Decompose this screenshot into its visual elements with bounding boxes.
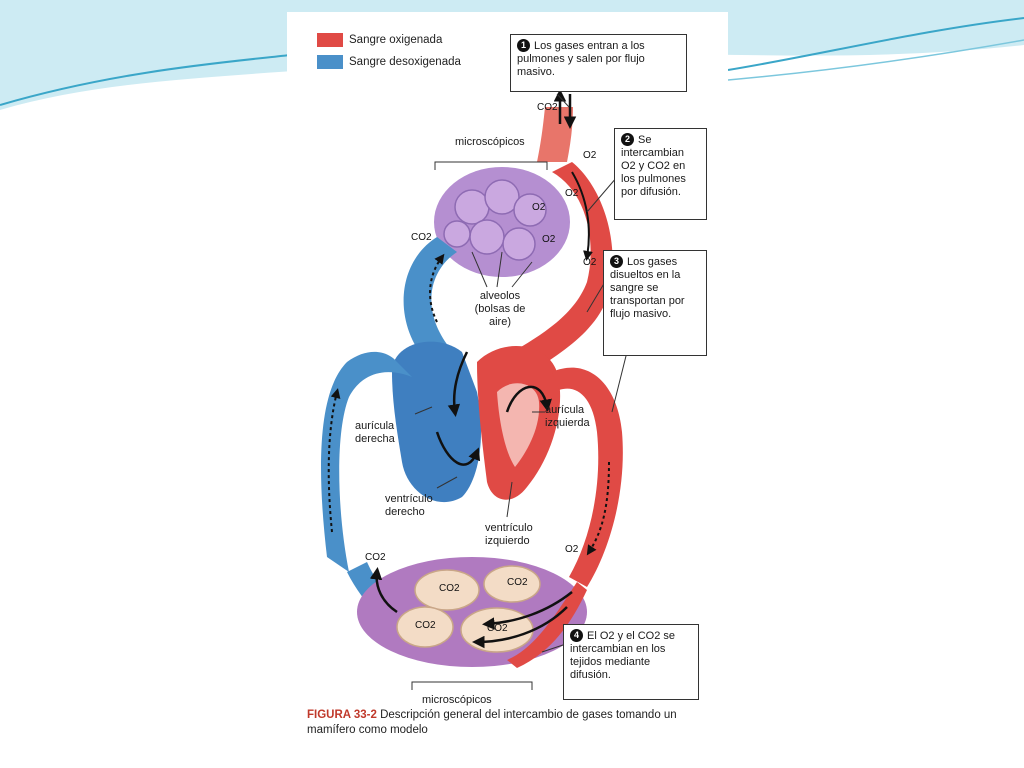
label-right-ventricle: ventrículo derecho bbox=[385, 493, 433, 518]
tissue-cell bbox=[483, 565, 541, 603]
flow-arrow bbox=[327, 388, 341, 533]
callout-text: Se intercambian O2 y CO2 en los pulmones… bbox=[621, 134, 686, 198]
leader-line bbox=[434, 161, 548, 170]
flow-arrow bbox=[435, 431, 481, 466]
pulmonary-vein bbox=[497, 162, 613, 382]
flow-arrow bbox=[447, 351, 469, 417]
tissue-cell bbox=[414, 569, 480, 611]
flow-arrow bbox=[472, 606, 568, 649]
alveolus bbox=[469, 219, 505, 255]
flow-arrow bbox=[429, 253, 445, 323]
legend-deoxygenated: Sangre desoxigenada bbox=[317, 54, 461, 70]
leader-line bbox=[436, 476, 458, 489]
figure-caption: FIGURA 33-2 Descripción general del inte… bbox=[307, 708, 727, 738]
flow-arrow bbox=[369, 567, 398, 614]
flow-arrow bbox=[586, 461, 610, 556]
gas-label-co2: CO2 bbox=[439, 583, 460, 594]
gas-label-o2: O2 bbox=[542, 234, 556, 245]
left-heart-inner bbox=[497, 383, 540, 467]
deoxygenated-swatch bbox=[317, 55, 343, 69]
flow-arrow bbox=[505, 385, 552, 413]
callout-text: El O2 y el CO2 se intercambian en los te… bbox=[570, 630, 676, 681]
right-heart bbox=[392, 341, 482, 503]
alveolus bbox=[502, 227, 536, 261]
gas-label-co2: CO2 bbox=[365, 552, 386, 563]
vena-cava bbox=[321, 351, 412, 572]
gas-label-o2: O2 bbox=[532, 202, 546, 213]
leader-line bbox=[471, 251, 488, 288]
tissue-bed bbox=[357, 557, 587, 667]
label-left-atrium: aurícula izquierda bbox=[545, 404, 590, 429]
oxygenated-swatch bbox=[317, 33, 343, 47]
leader-line bbox=[586, 281, 606, 313]
slide-top-band bbox=[0, 0, 1024, 110]
gas-label-o2: O2 bbox=[583, 257, 597, 268]
step-number: 3 bbox=[610, 255, 623, 268]
flow-arrow bbox=[571, 171, 593, 261]
step-number: 1 bbox=[517, 39, 530, 52]
alveolus bbox=[454, 189, 490, 225]
figure-number: FIGURA 33-2 bbox=[307, 709, 377, 721]
gas-label-co2: CO2 bbox=[537, 102, 558, 113]
slide-swoosh-right bbox=[727, 17, 1024, 71]
leader-line bbox=[611, 351, 628, 413]
legend-deoxygenated-label: Sangre desoxigenada bbox=[349, 56, 461, 68]
callout-text: Los gases disueltos en la sangre se tran… bbox=[610, 256, 685, 320]
gas-label-o2: O2 bbox=[565, 544, 579, 555]
gas-label-co2: CO2 bbox=[507, 577, 528, 588]
tissue-cell bbox=[396, 606, 454, 648]
gas-label-co2: CO2 bbox=[415, 620, 436, 631]
label-left-ventricle: ventrículo izquierdo bbox=[485, 522, 533, 547]
flow-arrow bbox=[482, 591, 573, 630]
slide-swoosh-right-2 bbox=[727, 39, 1024, 81]
leader-line bbox=[506, 481, 513, 518]
leader-line bbox=[414, 406, 433, 415]
legend-oxygenated: Sangre oxigenada bbox=[317, 32, 442, 48]
label-right-atrium: aurícula derecha bbox=[355, 420, 395, 445]
label-alveoli: alveolos (bolsas de aire) bbox=[474, 290, 526, 328]
caption-text: Descripción general del intercambio de g… bbox=[307, 709, 677, 736]
capillary-oxygenated bbox=[507, 582, 587, 668]
pulmonary-artery bbox=[403, 237, 457, 362]
leader-line bbox=[556, 93, 570, 108]
circulation-diagram bbox=[321, 89, 628, 690]
callout-text: Los gases entran a los pulmones y salen … bbox=[517, 40, 645, 78]
trachea bbox=[537, 107, 573, 162]
step-number: 2 bbox=[621, 133, 634, 146]
legend-oxygenated-label: Sangre oxigenada bbox=[349, 34, 443, 46]
alveolus bbox=[484, 179, 520, 215]
step-number: 4 bbox=[570, 629, 583, 642]
gas-label-o2: O2 bbox=[583, 150, 597, 161]
label-microscopic-top: microscópicos bbox=[455, 136, 525, 148]
alveolus bbox=[443, 220, 471, 248]
leader-line bbox=[411, 681, 533, 690]
leader-line bbox=[496, 251, 503, 288]
gas-label-co2: CO2 bbox=[411, 232, 432, 243]
alveolus bbox=[513, 193, 547, 227]
slide-swoosh-left bbox=[0, 54, 291, 106]
leader-line bbox=[511, 261, 533, 288]
leader-line bbox=[586, 176, 618, 213]
gas-label-co2: CO2 bbox=[487, 623, 508, 634]
aorta bbox=[552, 367, 623, 587]
label-microscopic-bottom: microscópicos bbox=[422, 694, 492, 706]
gas-label-o2: O2 bbox=[565, 188, 579, 199]
